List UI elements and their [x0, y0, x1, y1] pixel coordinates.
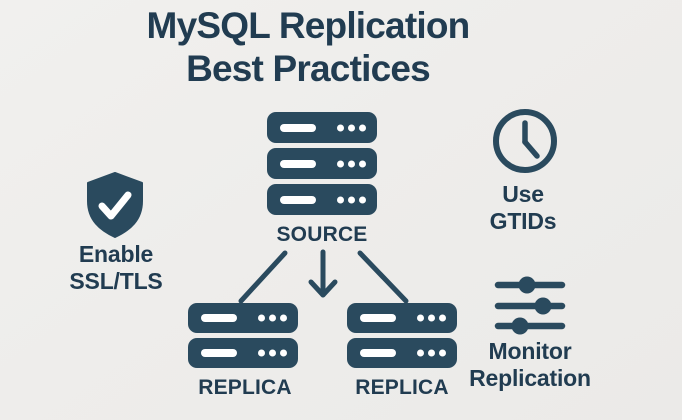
server-drive-bar [201, 314, 237, 322]
sliders-icon [494, 276, 566, 335]
ssl-tip-label: Enable SSL/TLS [36, 241, 196, 295]
shield-check-icon [87, 172, 143, 238]
ssl-tip-line-1: Enable [78, 241, 154, 267]
gtids-tip-label: Use GTIDs [443, 181, 603, 235]
gtids-tip-line-1: Use [502, 181, 544, 207]
gtids-tip-line-2: GTIDs [489, 208, 557, 234]
monitor-tip-line-1: Monitor [488, 338, 572, 364]
server-led-dots [337, 124, 366, 131]
page-title: MySQL Replication Best Practices [38, 4, 578, 90]
server-drive-bar [201, 349, 237, 357]
source-server-stack [267, 112, 377, 215]
replica-left-label: REPLICA [198, 376, 292, 399]
server-unit-icon [267, 184, 377, 215]
server-unit-icon [188, 303, 298, 333]
server-led-dots [337, 160, 366, 167]
monitor-tip-line-2: Replication [469, 365, 591, 391]
server-led-dots [417, 349, 446, 357]
server-unit-icon [267, 148, 377, 179]
server-drive-bar [280, 123, 316, 132]
server-led-dots [417, 314, 446, 322]
title-line-2: Best Practices [186, 48, 431, 89]
server-drive-bar [360, 314, 396, 322]
replica-left-server-stack [188, 303, 298, 368]
server-unit-icon [347, 338, 457, 368]
replica-right-label: REPLICA [355, 376, 449, 399]
server-drive-bar [280, 195, 316, 204]
server-unit-icon [267, 112, 377, 143]
server-led-dots [337, 196, 366, 203]
title-line-1: MySQL Replication [146, 5, 471, 46]
server-led-dots [258, 314, 287, 322]
server-unit-icon [347, 303, 457, 333]
server-drive-bar [280, 159, 316, 168]
clock-icon [493, 109, 557, 173]
replica-right-server-stack [347, 303, 457, 368]
source-label: SOURCE [276, 223, 368, 246]
ssl-tip-line-2: SSL/TLS [69, 268, 163, 294]
server-drive-bar [360, 349, 396, 357]
monitor-tip-label: Monitor Replication [450, 338, 610, 392]
server-unit-icon [188, 338, 298, 368]
server-led-dots [258, 349, 287, 357]
